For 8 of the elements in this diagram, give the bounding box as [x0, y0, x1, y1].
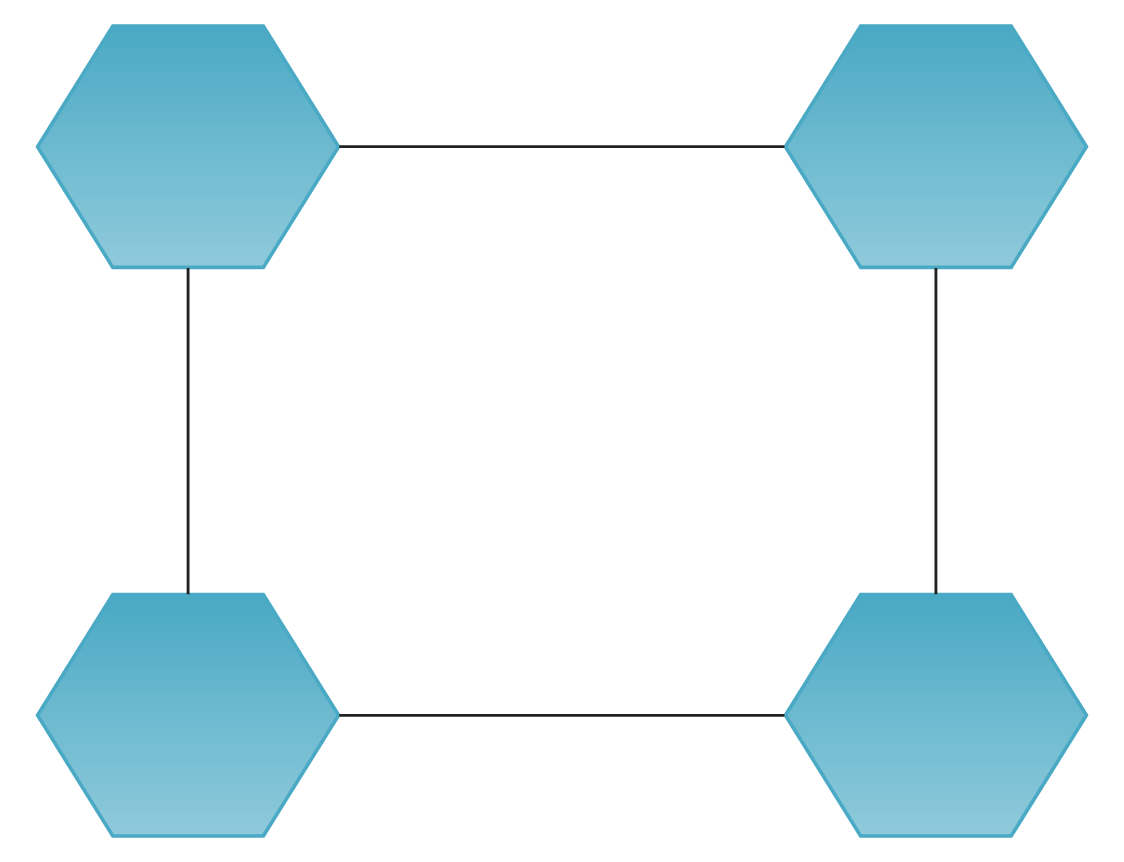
connector: [186, 267, 190, 595]
connector: [339, 145, 785, 149]
connector: [934, 267, 938, 595]
node-hexagon: [783, 592, 1089, 838]
node-hexagon: [783, 24, 1089, 270]
node-hexagon: [35, 24, 341, 270]
connector: [339, 713, 785, 717]
node-hexagon: [35, 592, 341, 838]
